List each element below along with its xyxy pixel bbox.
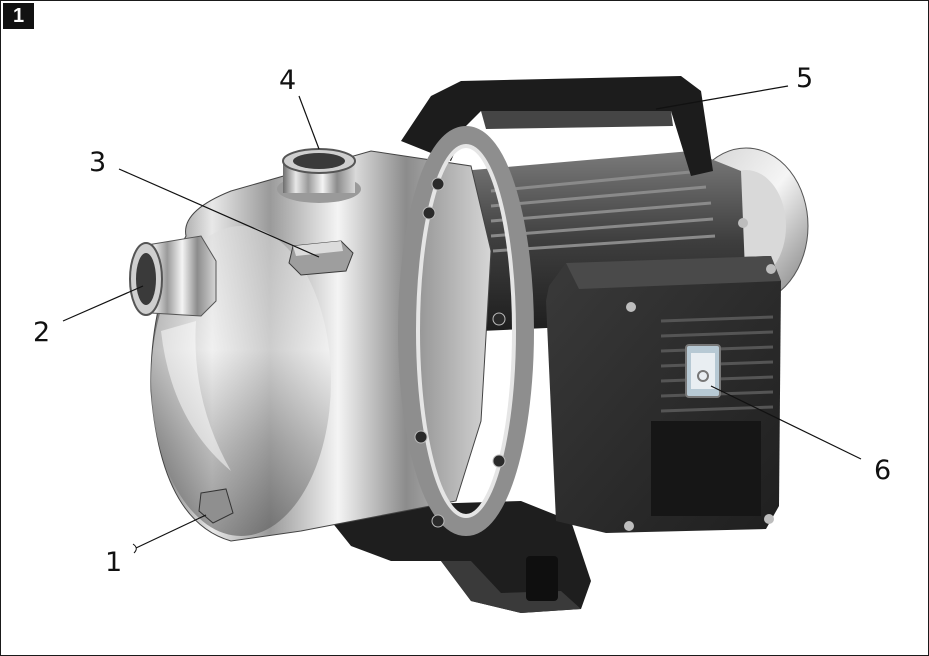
callout-6-on-off-switch: 6 [874,455,892,486]
drain-plug [198,488,234,524]
callout-5-carry-handle: 5 [796,63,814,94]
housing-flange [398,126,534,536]
figure-number-badge: 1 [3,3,34,29]
callout-4-outlet-connection: 4 [279,65,297,96]
callout-1-drain-plug: 1 [105,547,123,578]
callout-2-intake-connection: 2 [33,317,51,348]
leader-lines [62,85,862,549]
callout-3-filler-plug: 3 [89,147,107,178]
carry-handle [401,76,713,176]
